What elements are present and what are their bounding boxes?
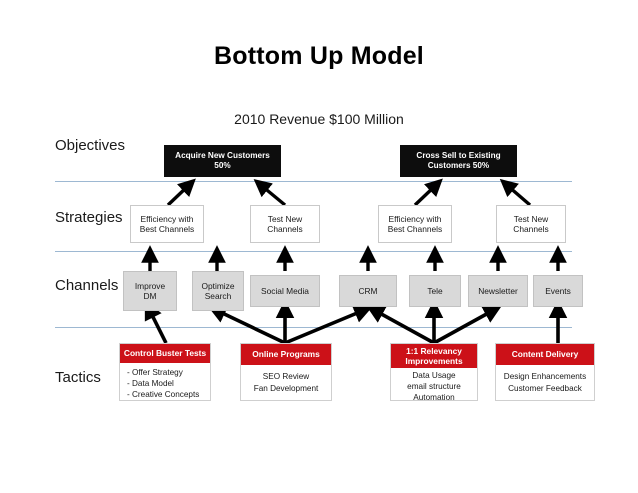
tactic-header: Content Delivery [496,344,594,365]
tactic-body: SEO Review Fan Development [241,365,331,400]
row-label-tactics: Tactics [55,369,101,386]
channel-line1: Improve [134,280,166,291]
tactic-card-1to1-relevancy-improvements[interactable]: 1:1 Relevancy Improvements Data Usage em… [390,343,478,402]
objective-line1: Acquire New Customers [175,151,270,160]
tactic-header-line2: Improvements [405,356,463,366]
channel-box-crm[interactable]: CRM [339,275,397,307]
channel-line1: Optimize [201,280,235,291]
strategy-line2: Best Channels [387,224,443,234]
divider-objectives [55,181,572,182]
page-title: Bottom Up Model [214,42,424,70]
channel-box-tele[interactable]: Tele [409,275,461,307]
tactic-item: email structure [407,382,461,392]
objective-box-cross-sell-existing[interactable]: Cross Sell to Existing Customers 50% [400,145,517,177]
objective-line1: Cross Sell to Existing [416,151,501,160]
channel-line2: DM [143,291,157,301]
tactic-item: Automation [413,393,455,403]
tactic-header-line1: 1:1 Relevancy [406,345,462,356]
objective-box-acquire-new-customers[interactable]: Acquire New Customers 50% [164,145,281,177]
row-label-objectives: Objectives [55,137,126,154]
channel-box-improve-dm[interactable]: Improve DM [123,271,177,311]
channel-box-social-media[interactable]: Social Media [250,275,320,307]
objective-line2: Customers 50% [427,161,490,170]
tactic-body: Data Usage email structure Automation [391,368,477,405]
tactic-item: - Creative Concepts [127,389,200,399]
channel-box-events[interactable]: Events [533,275,583,307]
row-label-strategies: Strategies [55,209,123,226]
tactic-header-line1: Online Programs [252,349,320,360]
strategy-box-efficiency-best-channels-1[interactable]: Efficiency with Best Channels [130,205,204,243]
channel-line1: Events [545,285,571,296]
channel-line1: CRM [358,285,378,296]
page-subtitle: 2010 Revenue $100 Million [234,111,404,127]
strategy-box-test-new-channels-2[interactable]: Test New Channels [496,205,566,243]
tactic-header-line1: Control Buster Tests [123,348,207,359]
channel-line1: Social Media [261,285,309,296]
tactic-item: Data Usage [412,371,456,380]
strategy-box-test-new-channels-1[interactable]: Test New Channels [250,205,320,243]
strategy-box-efficiency-best-channels-2[interactable]: Efficiency with Best Channels [378,205,452,243]
tactic-header: 1:1 Relevancy Improvements [391,344,477,368]
tactic-item: - Data Model [127,378,174,388]
tactic-item: SEO Review [262,372,310,382]
strategy-line1: Efficiency with [140,213,194,224]
tactic-item: Design Enhancements [503,372,587,382]
tactic-item: - Offer Strategy [127,367,183,377]
objective-line2: 50% [214,161,231,170]
tactic-item: Fan Development [253,383,319,393]
tactic-card-online-programs[interactable]: Online Programs SEO Review Fan Developme… [240,343,332,401]
row-label-channels: Channels [55,277,119,294]
divider-channels [55,327,572,328]
channel-line2: Search [204,291,232,301]
tactic-header-line1: Content Delivery [511,349,579,360]
tactic-card-content-delivery[interactable]: Content Delivery Design Enhancements Cus… [495,343,595,401]
tactic-body: Design Enhancements Customer Feedback [496,365,594,400]
channel-line1: Tele [427,285,443,296]
strategy-line1: Test New [513,213,549,224]
tactic-card-control-buster-tests[interactable]: Control Buster Tests - Offer Strategy - … [119,343,211,401]
tactic-item: Customer Feedback [508,383,582,393]
tactic-header: Online Programs [241,344,331,365]
channel-box-newsletter[interactable]: Newsletter [468,275,528,307]
strategy-line1: Test New [267,213,303,224]
channel-line1: Newsletter [478,285,518,296]
tactic-body: - Offer Strategy - Data Model - Creative… [120,363,210,400]
strategy-line1: Efficiency with [388,213,442,224]
strategy-line2: Channels [513,224,549,234]
strategy-line2: Best Channels [139,224,195,234]
tactic-header: Control Buster Tests [120,344,210,363]
strategy-line2: Channels [267,224,303,234]
channel-box-optimize-search[interactable]: Optimize Search [192,271,244,311]
divider-strategies [55,251,572,252]
